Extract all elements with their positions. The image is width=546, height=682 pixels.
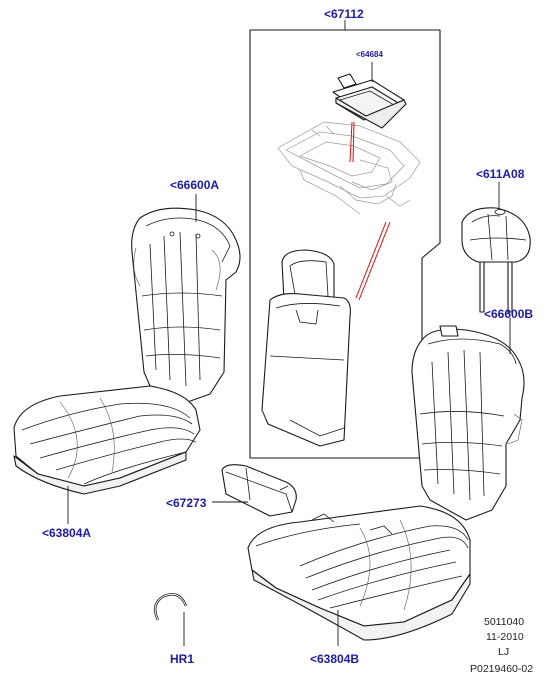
reference-code: 5011040 <box>484 616 524 628</box>
cushion-left-part <box>13 385 201 524</box>
headrest-part <box>461 182 531 313</box>
backrest-right-part <box>411 318 525 521</box>
hog-ring-part <box>153 593 188 646</box>
callout-hr1[interactable]: HR1 <box>170 652 194 666</box>
backrest-left-part <box>131 194 241 405</box>
armrest-pad-part <box>212 464 297 517</box>
callout-66600b[interactable]: <66600B <box>484 307 533 321</box>
callout-66600a[interactable]: <66600A <box>170 178 219 192</box>
callout-611a08[interactable]: <611A08 <box>476 167 525 181</box>
callout-63804b[interactable]: <63804B <box>310 652 359 666</box>
callout-67273[interactable]: <67273 <box>166 496 207 510</box>
fitting-guide-lines <box>349 121 391 301</box>
detail-box-67112 <box>249 20 441 459</box>
reference-initials: LJ <box>498 646 509 658</box>
reference-block: 5011040 11-2010 LJ P0219460-02 <box>470 616 533 675</box>
cushion-right-part <box>247 505 471 646</box>
console-ghost-outline <box>277 121 421 215</box>
tray-insert-part <box>332 62 407 129</box>
rear-seatback-part <box>261 249 351 447</box>
reference-number: P0219460-02 <box>470 663 533 675</box>
callout-64684[interactable]: <64684 <box>356 50 383 59</box>
callout-67112[interactable]: <67112 <box>324 7 364 21</box>
callout-63804a[interactable]: <63804A <box>42 526 91 540</box>
reference-date: 11-2010 <box>486 631 524 643</box>
